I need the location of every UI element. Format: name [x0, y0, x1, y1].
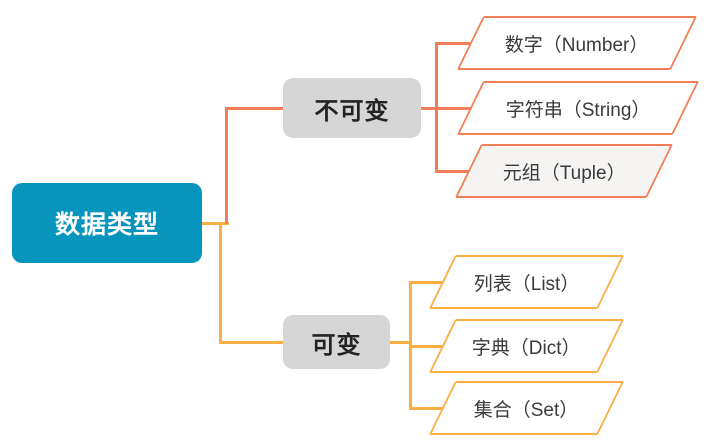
root-node-data-types[interactable]: 数据类型 [12, 183, 202, 263]
leaf-dict-label: 字典（Dict） [472, 337, 581, 359]
leaf-tuple-label: 元组（Tuple） [502, 162, 626, 184]
connector-list-stub [409, 280, 445, 284]
root-node-label: 数据类型 [54, 211, 159, 239]
leaf-set-label: 集合（Set） [474, 399, 579, 421]
connector-immutable-from-branch [421, 106, 437, 110]
connector-mutable-to-branch [219, 340, 283, 344]
connector-number-stub [435, 41, 473, 45]
connector-mutable-vertical [219, 221, 222, 344]
leaf-node-number[interactable]: 数字（Number） [456, 16, 698, 70]
connector-mutable-from-branch [390, 340, 411, 344]
leaf-node-list[interactable]: 列表（List） [428, 255, 625, 309]
connector-set-stub [409, 406, 445, 410]
connector-immutable-to-branch [225, 106, 283, 110]
connector-immutable-vertical [225, 106, 228, 224]
leaf-node-tuple[interactable]: 元组（Tuple） [454, 144, 674, 198]
leaf-node-set[interactable]: 集合（Set） [428, 381, 625, 435]
leaf-node-string[interactable]: 字符串（String） [456, 81, 700, 135]
leaf-string-label: 字符串（String） [505, 99, 651, 121]
connector-dict-stub [409, 344, 445, 348]
branch-node-immutable[interactable]: 不可变 [283, 78, 421, 138]
leaf-node-dict[interactable]: 字典（Dict） [428, 319, 625, 373]
connector-root-stub [202, 221, 229, 225]
connector-tuple-stub [435, 169, 471, 173]
branch-node-mutable[interactable]: 可变 [283, 315, 390, 369]
connector-string-stub [435, 106, 473, 110]
branch-mutable-label: 可变 [311, 331, 362, 359]
branch-immutable-label: 不可变 [314, 97, 390, 125]
leaf-list-label: 列表（List） [473, 273, 580, 295]
leaf-number-label: 数字（Number） [505, 34, 649, 56]
